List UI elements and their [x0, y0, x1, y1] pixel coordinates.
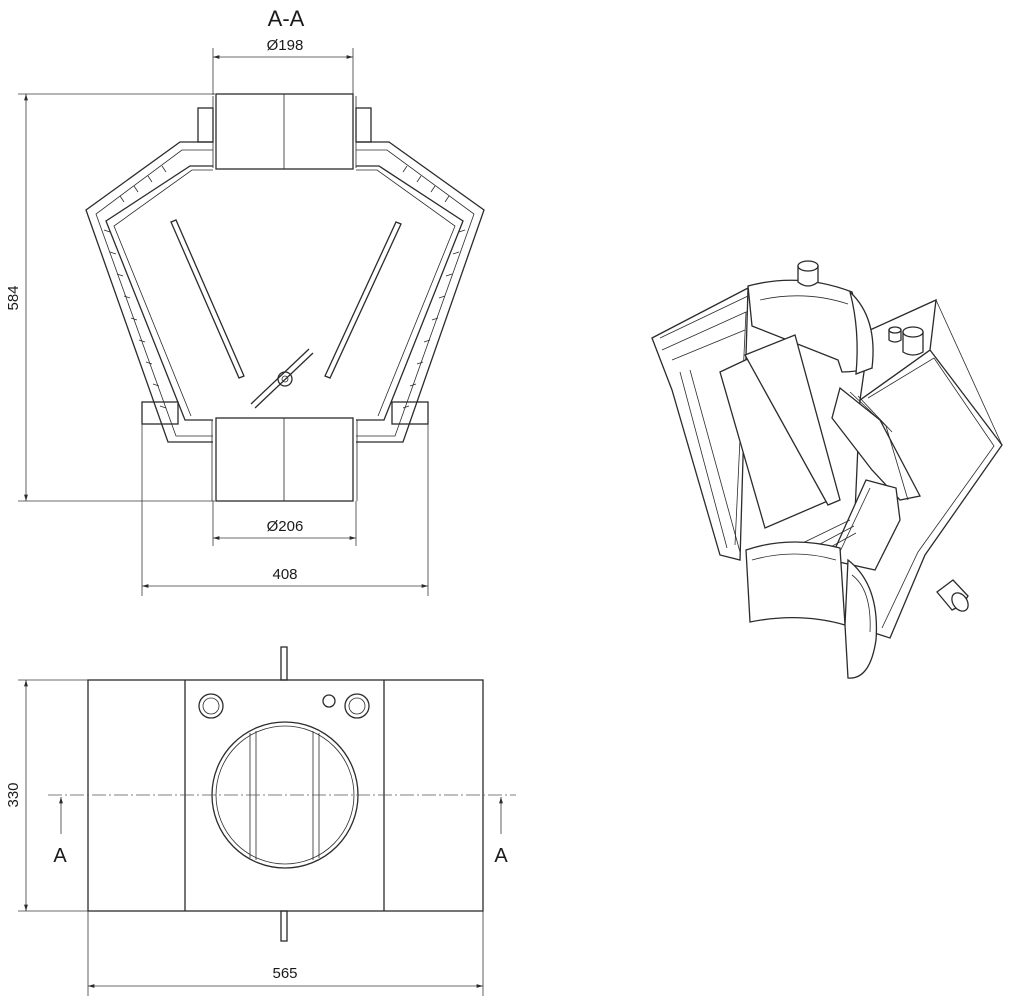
internal-baffles: [170, 219, 402, 409]
cut-marker-left: A: [53, 797, 67, 867]
top-diameter-label: Ø198: [267, 37, 304, 54]
isometric-cutaway-view: [651, 260, 1003, 679]
plan-view: A A 330 565: [5, 646, 516, 996]
cut-marker-right: A: [494, 797, 508, 867]
base-width-dimension: 408: [141, 424, 429, 596]
depth-dimension: 330: [5, 679, 88, 912]
length-dimension: 565: [87, 911, 484, 996]
top-diameter-dimension: Ø198: [212, 37, 354, 95]
heat-exchanger-body: [85, 141, 485, 443]
base-width-label: 408: [272, 566, 297, 583]
connection-nozzles: [198, 693, 370, 719]
cut-marker-right-label: A: [494, 845, 508, 867]
bottom-inlet-pipe: [141, 401, 429, 502]
section-title: A-A: [268, 6, 305, 31]
section-view: A-A Ø198 584: [5, 6, 485, 596]
lower-nozzle: [936, 579, 969, 612]
side-nozzles: [888, 326, 924, 356]
height-dimension: 584: [5, 93, 215, 502]
bottom-diameter-dimension: Ø206: [212, 501, 357, 546]
length-label: 565: [272, 965, 297, 982]
bottom-diameter-label: Ø206: [267, 518, 304, 535]
height-label: 584: [5, 285, 22, 310]
top-outlet-pipe: [197, 93, 372, 170]
top-nozzle: [797, 260, 819, 287]
cut-marker-left-label: A: [53, 845, 67, 867]
depth-label: 330: [5, 782, 22, 807]
